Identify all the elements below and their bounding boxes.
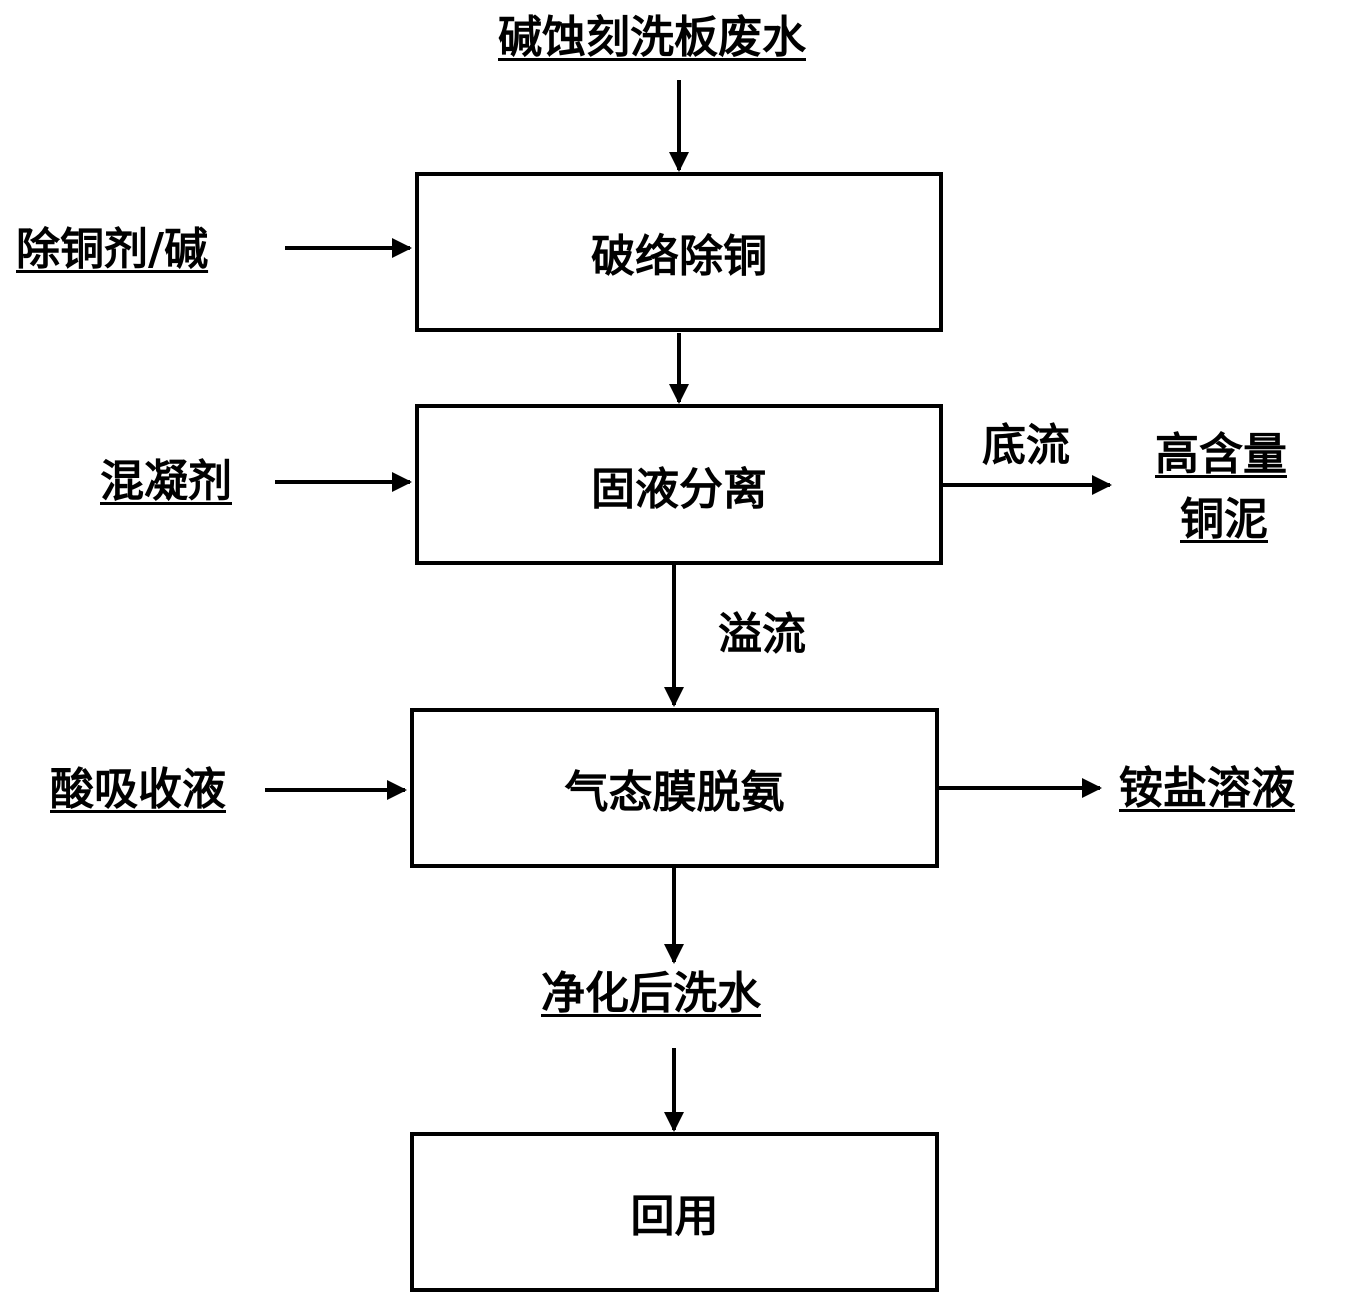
- decomplex-copper-removal-box: 破络除铜: [415, 172, 943, 332]
- copper-sludge-label-line1: 高含量: [1155, 429, 1287, 480]
- purified-water-label: 净化后洗水: [541, 968, 761, 1019]
- acid-absorbent-label: 酸吸收液: [50, 764, 226, 815]
- copper-agent-label: 除铜剂/碱: [16, 224, 209, 275]
- underflow-label: 底流: [982, 420, 1070, 471]
- decomplex-label: 破络除铜: [591, 231, 767, 282]
- ammonium-solution-label: 铵盐溶液: [1119, 763, 1295, 814]
- solid-liquid-separation-box: 固液分离: [415, 404, 943, 565]
- source-label: 碱蚀刻洗板废水: [498, 12, 806, 63]
- reuse-box: 回用: [410, 1132, 939, 1292]
- copper-sludge-label-line2: 铜泥: [1180, 494, 1268, 545]
- reuse-label: 回用: [630, 1191, 719, 1242]
- membrane-label: 气态膜脱氨: [564, 767, 785, 818]
- separation-label: 固液分离: [591, 463, 767, 515]
- gas-membrane-deamination-box: 气态膜脱氨: [410, 708, 939, 868]
- overflow-label: 溢流: [718, 609, 806, 660]
- coagulant-label: 混凝剂: [100, 456, 232, 507]
